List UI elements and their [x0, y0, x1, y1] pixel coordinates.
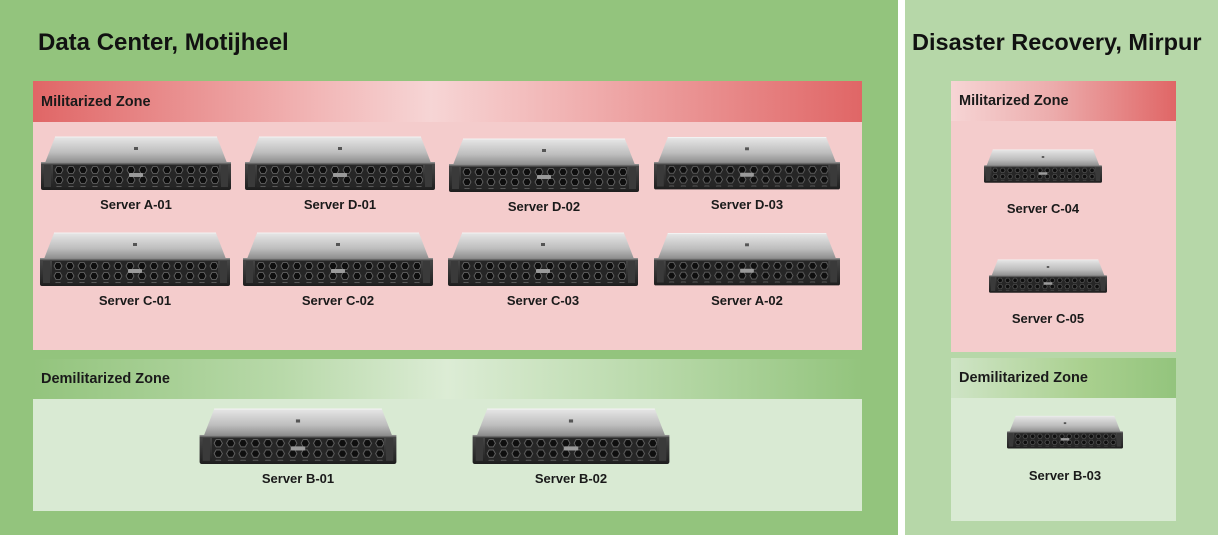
rack-server-icon: [447, 231, 639, 287]
server-node: Server C-01: [39, 231, 231, 308]
server-label: Server B-02: [534, 471, 608, 486]
server-label: Server C-05: [1011, 311, 1085, 326]
server-node: Server A-02: [653, 231, 841, 308]
server-node: Server D-01: [244, 135, 436, 212]
server-label: Server C-03: [506, 293, 580, 308]
server-node: Server B-03: [1006, 402, 1124, 483]
zone-header: Militarized Zone: [33, 81, 862, 122]
server-node: Server C-04: [983, 137, 1103, 216]
site-title: Disaster Recovery, Mirpur: [912, 29, 1202, 55]
rack-server-icon: [459, 407, 683, 465]
server-node: Server C-03: [447, 231, 639, 308]
server-label: Server C-04: [1006, 201, 1080, 216]
zone-header: Demilitarized Zone: [951, 358, 1176, 398]
rack-server-icon: [245, 135, 435, 191]
rack-server-icon: [654, 135, 840, 191]
zone-header: Demilitarized Zone: [33, 359, 862, 399]
militarized-zone: Militarized Zone Server C-04 Server C-05: [951, 81, 1176, 352]
rack-server-icon: [984, 137, 1102, 195]
server-node: Server A-01: [40, 135, 232, 212]
server-label: Server D-01: [303, 197, 377, 212]
rack-server-icon: [41, 135, 231, 191]
site-title: Data Center, Motijheel: [38, 29, 289, 56]
server-node: Server C-05: [988, 247, 1108, 326]
site-data-center: Data Center, Motijheel Militarized Zone …: [0, 0, 898, 535]
server-node: Server D-03: [653, 135, 841, 212]
server-label: Server A-02: [711, 293, 783, 308]
zone-header: Militarized Zone: [951, 81, 1176, 121]
server-node: Server D-02: [448, 137, 640, 214]
server-label: Server B-01: [261, 471, 335, 486]
rack-server-icon: [989, 247, 1107, 305]
server-label: Server C-01: [98, 293, 172, 308]
rack-server-icon: [1007, 402, 1123, 462]
demilitarized-zone: Demilitarized Zone Server B-01 Server B-…: [33, 359, 862, 511]
rack-server-icon: [242, 231, 434, 287]
rack-server-icon: [186, 407, 410, 465]
server-label: Server D-02: [507, 199, 581, 214]
server-label: Server C-02: [301, 293, 375, 308]
rack-server-icon: [449, 137, 639, 193]
server-node: Server C-02: [242, 231, 434, 308]
rack-server-icon: [39, 231, 231, 287]
demilitarized-zone: Demilitarized Zone Server B-03: [951, 358, 1176, 521]
militarized-zone: Militarized Zone Server A-01 Server D-01…: [33, 81, 862, 350]
server-node: Server B-02: [458, 407, 684, 486]
server-label: Server B-03: [1028, 468, 1102, 483]
server-label: Server D-03: [710, 197, 784, 212]
site-disaster-recovery: Disaster Recovery, Mirpur Militarized Zo…: [905, 0, 1218, 535]
server-label: Server A-01: [100, 197, 172, 212]
server-node: Server B-01: [185, 407, 411, 486]
rack-server-icon: [654, 231, 840, 287]
